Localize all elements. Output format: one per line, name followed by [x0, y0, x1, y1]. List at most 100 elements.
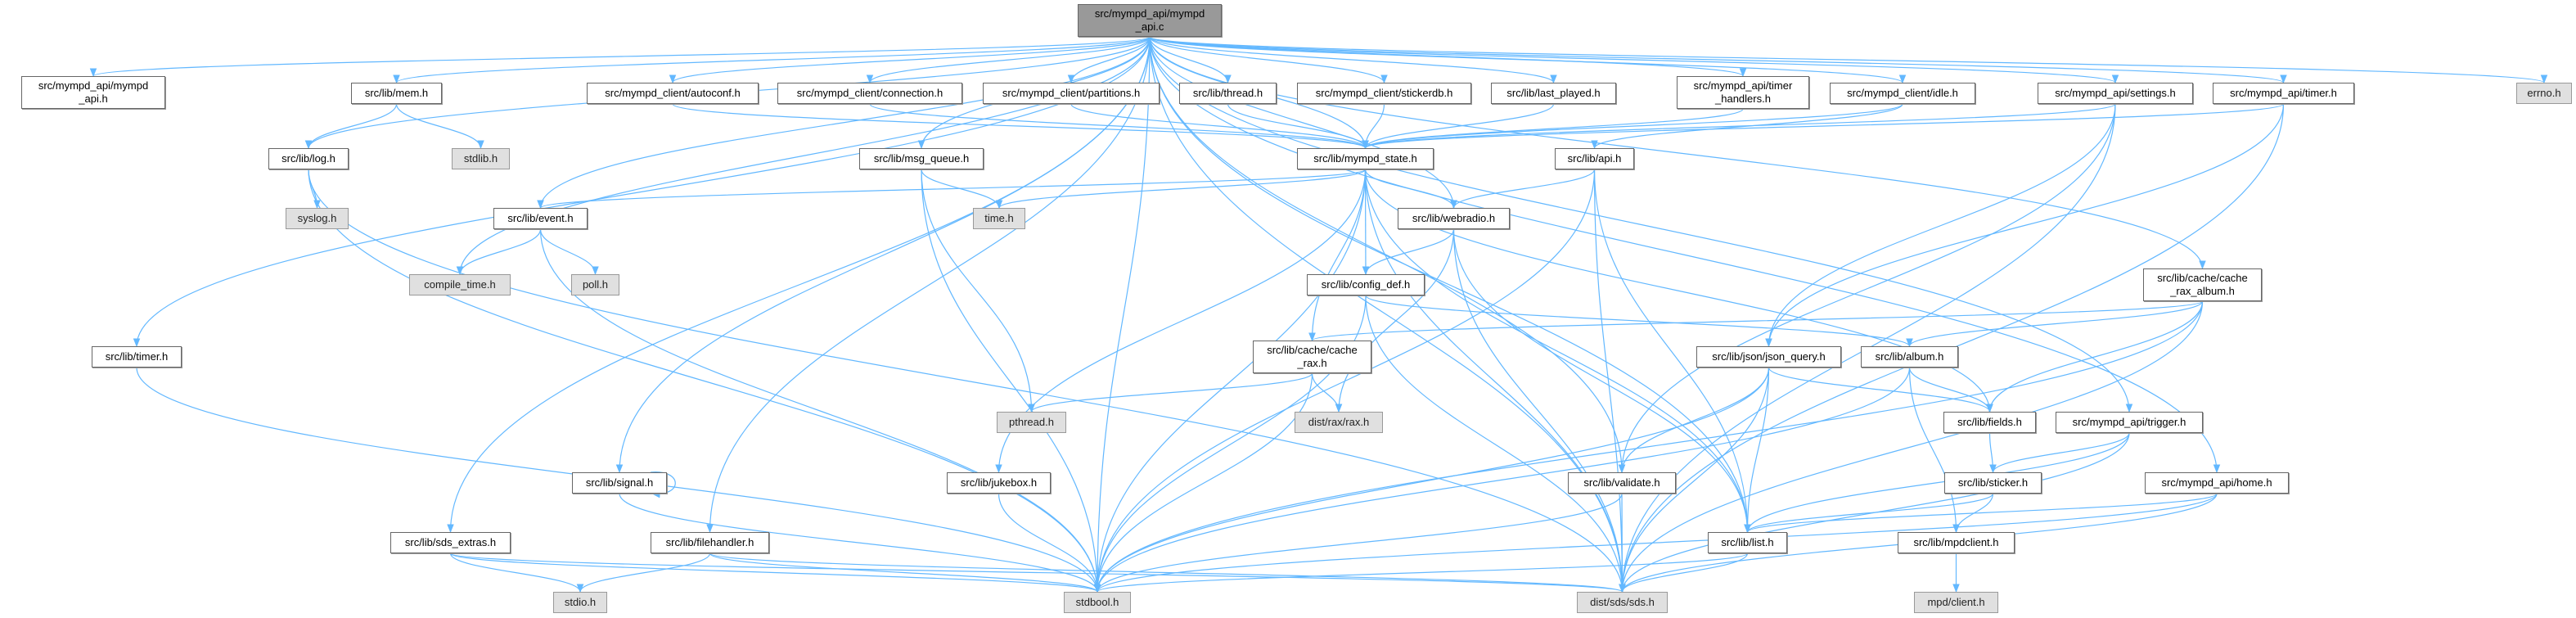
node-stdbool: stdbool.h: [1064, 592, 1131, 613]
node-label: src/mympd_client/autoconf.h: [605, 87, 741, 99]
include-edge-root-to-last_played: [1149, 36, 1557, 84]
include-edge-root-to-sds_extras: [447, 36, 1151, 534]
include-edge-mem-to-stdlib: [395, 103, 484, 150]
include-edge-event-to-stdbool: [539, 228, 1101, 593]
node-lib-timer[interactable]: src/lib/timer.h: [92, 346, 182, 368]
node-sds-extras[interactable]: src/lib/sds_extras.h: [390, 532, 511, 553]
node-api-timer[interactable]: src/mympd_api/timer.h: [2213, 83, 2354, 104]
node-validate[interactable]: src/lib/validate.h: [1568, 472, 1676, 494]
include-edge-root-to-partitions: [1067, 36, 1151, 84]
include-edge-root-to-home: [1149, 36, 2221, 474]
include-edge-root-to-compile_time: [456, 36, 1151, 276]
include-edge-cache_rax_album-to-stdbool: [1093, 300, 2204, 593]
include-edge-cache_rax-to-rax: [1311, 372, 1343, 413]
include-edge-mympd_state-to-config_def: [1362, 169, 1370, 276]
include-edge-filehandler-to-stdbool: [709, 553, 1101, 593]
node-label: src/lib/cache/cache: [1267, 344, 1358, 356]
node-idle[interactable]: src/mympd_client/idle.h: [1830, 83, 1975, 104]
include-edge-root-to-settings: [1149, 36, 2119, 84]
node-label: src/lib/validate.h: [1583, 476, 1660, 489]
node-label: src/lib/mem.h: [364, 87, 429, 99]
node-trigger[interactable]: src/mympd_api/trigger.h: [2056, 412, 2203, 433]
node-stickerdb[interactable]: src/mympd_client/stickerdb.h: [1297, 83, 1471, 104]
node-label: _handlers.h: [1715, 92, 1771, 105]
include-edge-config_def-to-album: [1365, 295, 1913, 348]
include-edge-cache_rax-to-pthread: [1028, 372, 1313, 413]
node-label: src/mympd_api/mympd: [38, 79, 149, 92]
node-label: src/mympd_api/mympd: [1094, 7, 1205, 20]
include-edge-last_played-to-mympd_state: [1362, 103, 1555, 150]
include-edge-sds_extras-to-stdbool: [449, 553, 1101, 593]
node-fields[interactable]: src/lib/fields.h: [1943, 412, 2036, 433]
include-edge-json_query-to-sds: [1619, 367, 1770, 593]
node-list[interactable]: src/lib/list.h: [1708, 532, 1787, 553]
node-connection[interactable]: src/mympd_client/connection.h: [777, 83, 962, 104]
include-edge-mympd_state-to-webradio: [1364, 169, 1457, 210]
node-label: src/lib/mpdclient.h: [1913, 536, 1999, 548]
include-edge-mympd_state-to-fields: [1364, 169, 1993, 413]
include-edge-album-to-fields: [1908, 367, 1993, 413]
node-mympd-state[interactable]: src/lib/mympd_state.h: [1297, 148, 1434, 169]
node-mympd-api-h[interactable]: src/mympd_api/mympd_api.h: [21, 76, 165, 109]
include-edge-json_query-to-stdbool: [1093, 367, 1770, 593]
include-edge-validate-to-sds: [1619, 493, 1626, 593]
node-label: src/lib/last_played.h: [1506, 87, 1601, 99]
include-edge-mympd_state-to-list: [1364, 169, 1751, 534]
include-edge-mympd_state-to-sds: [1364, 169, 1626, 593]
node-errno: errno.h: [2516, 83, 2572, 104]
node-webradio[interactable]: src/lib/webradio.h: [1398, 208, 1510, 229]
node-config-def[interactable]: src/lib/config_def.h: [1307, 274, 1425, 295]
node-compile-time: compile_time.h: [409, 274, 511, 295]
node-mpdclient[interactable]: src/lib/mpdclient.h: [1898, 532, 2015, 553]
node-label: src/lib/jukebox.h: [960, 476, 1038, 489]
include-edge-fields-to-sticker: [1988, 432, 1997, 474]
node-root[interactable]: src/mympd_api/mympd_api.c: [1078, 4, 1222, 37]
node-jukebox[interactable]: src/lib/jukebox.h: [947, 472, 1051, 494]
node-json-query[interactable]: src/lib/json/json_query.h: [1696, 346, 1841, 368]
node-cache-rax[interactable]: src/lib/cache/cache_rax.h: [1253, 341, 1371, 373]
include-edge-root-to-event: [537, 36, 1151, 210]
node-api[interactable]: src/lib/api.h: [1555, 148, 1634, 169]
node-event[interactable]: src/lib/event.h: [493, 208, 588, 229]
include-edge-root-to-trigger: [1149, 36, 2133, 413]
node-label: src/lib/sds_extras.h: [404, 536, 497, 548]
node-album[interactable]: src/lib/album.h: [1861, 346, 1958, 368]
include-edge-cache_rax_album-to-cache_rax: [1308, 300, 2204, 342]
node-label: src/lib/thread.h: [1192, 87, 1263, 99]
include-edge-home-to-stdbool: [1093, 493, 2218, 593]
include-edge-root-to-errno: [1149, 36, 2547, 84]
include-edge-autoconf-to-mympd_state: [672, 103, 1369, 150]
node-cache-rax-album[interactable]: src/lib/cache/cache_rax_album.h: [2143, 268, 2262, 301]
node-label: src/lib/json/json_query.h: [1712, 350, 1826, 363]
node-last-played[interactable]: src/lib/last_played.h: [1491, 83, 1616, 104]
include-edge-event-to-compile_time: [456, 228, 542, 276]
include-edge-filehandler-to-stdio: [576, 553, 711, 593]
node-label: stdio.h: [564, 596, 597, 608]
node-label: src/lib/msg_queue.h: [873, 152, 970, 165]
node-mpd-client: mpd/client.h: [1914, 592, 1998, 613]
node-partitions[interactable]: src/mympd_client/partitions.h: [983, 83, 1160, 104]
node-syslog: syslog.h: [286, 208, 349, 229]
include-edge-root-to-list: [1149, 36, 1751, 534]
node-autoconf[interactable]: src/mympd_client/autoconf.h: [587, 83, 759, 104]
include-edge-root-to-autoconf: [669, 36, 1151, 84]
node-label: src/mympd_client/idle.h: [1847, 87, 1958, 99]
node-label: src/lib/mympd_state.h: [1313, 152, 1417, 165]
include-edge-log-to-sds: [308, 169, 1626, 593]
include-edge-cache_rax-to-stdbool: [1093, 372, 1313, 593]
node-sticker[interactable]: src/lib/sticker.h: [1944, 472, 2042, 494]
node-filehandler[interactable]: src/lib/filehandler.h: [651, 532, 769, 553]
node-timer-handlers[interactable]: src/mympd_api/timer_handlers.h: [1677, 76, 1809, 109]
node-label: src/mympd_client/connection.h: [796, 87, 943, 99]
node-settings[interactable]: src/mympd_api/settings.h: [2038, 83, 2193, 104]
node-thread[interactable]: src/lib/thread.h: [1179, 83, 1277, 104]
node-signal[interactable]: src/lib/signal.h: [572, 472, 667, 494]
include-edge-settings-to-validate: [1618, 103, 2116, 474]
node-mem[interactable]: src/lib/mem.h: [351, 83, 442, 104]
node-home[interactable]: src/mympd_api/home.h: [2145, 472, 2289, 494]
node-log[interactable]: src/lib/log.h: [268, 148, 349, 169]
node-label: src/lib/config_def.h: [1321, 278, 1411, 291]
node-msg-queue[interactable]: src/lib/msg_queue.h: [859, 148, 984, 169]
node-label: src/lib/album.h: [1875, 350, 1944, 363]
